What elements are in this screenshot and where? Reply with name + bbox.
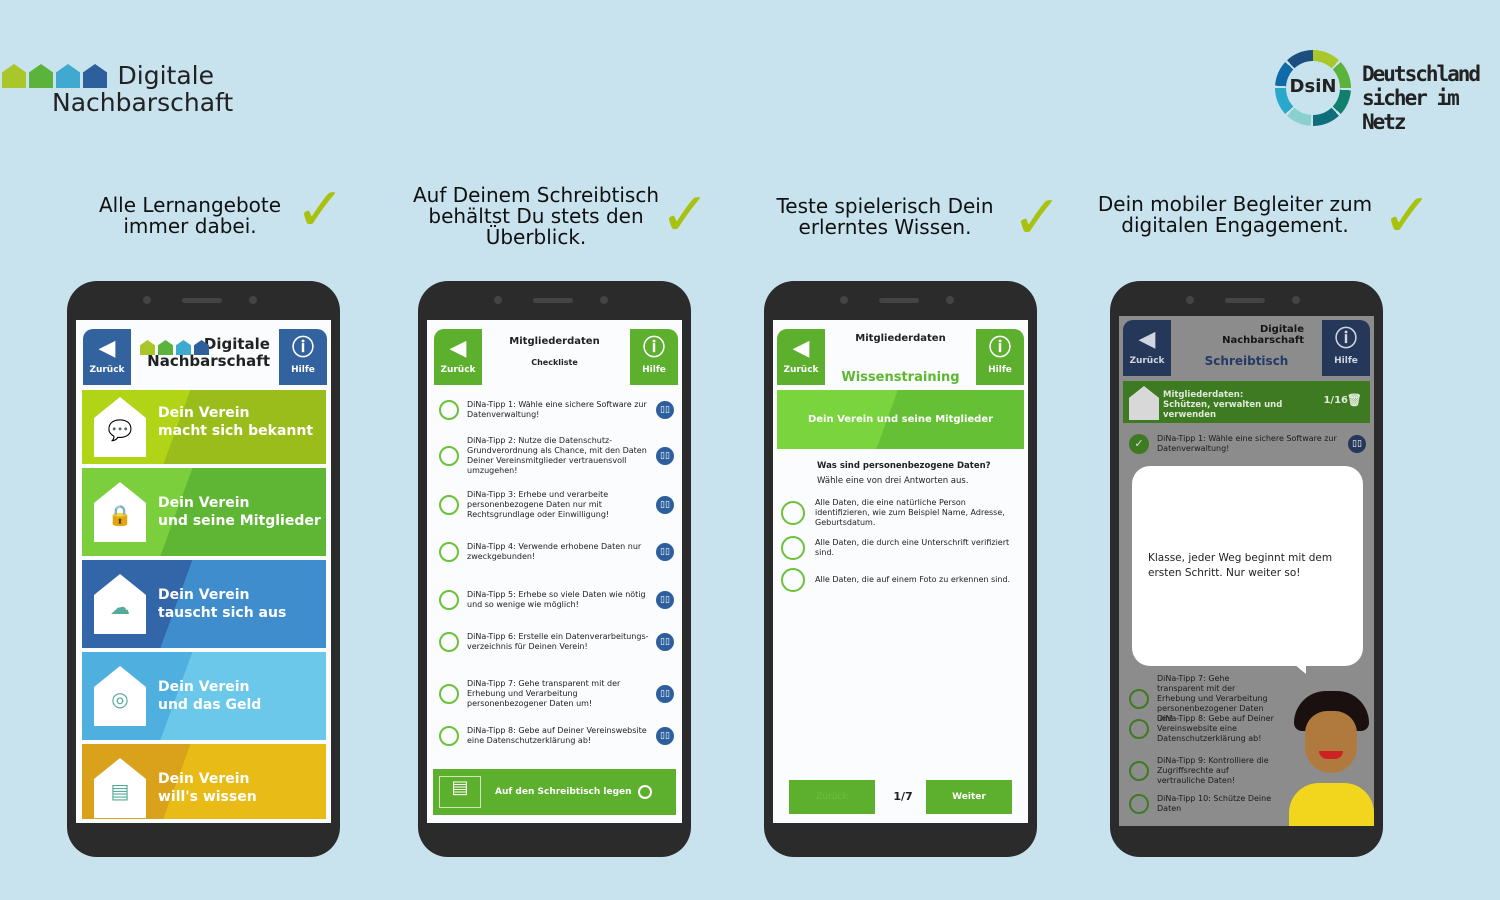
caption-1: Alle Lernangebote immer dabei. — [98, 193, 282, 238]
book-icon: ▯▯ — [656, 727, 674, 745]
help-icon: ⓘ — [291, 336, 314, 361]
topic-card[interactable]: Mitgliederdaten: Schützen, verwalten und… — [1123, 381, 1370, 423]
answer-option[interactable]: Alle Daten, die auf einem Foto zu erkenn… — [781, 568, 1020, 592]
trash-icon[interactable]: 🗑 — [1346, 393, 1362, 407]
caption-2: Auf Deinem Schreibtisch behältst Du stet… — [412, 183, 660, 249]
previous-button[interactable]: Zurück — [789, 780, 875, 814]
coin-icon: ◎ — [94, 666, 146, 726]
survey-icon: ▤ — [94, 758, 146, 818]
checklist-item[interactable]: DiNa-Tipp 5: Erhebe so viele Daten wie n… — [439, 590, 674, 610]
page-title: Mitgliederdaten — [855, 333, 946, 344]
desk-item[interactable]: DiNa-Tipp 10: Schütze Deine Daten — [1129, 794, 1282, 814]
chat-icon: 💬 — [94, 397, 146, 457]
avatar-character — [1289, 691, 1374, 826]
checkmark-icon: ✓ — [295, 175, 346, 245]
book-icon: ▯▯ — [656, 496, 674, 514]
back-button[interactable]: ◀Zurück — [434, 329, 482, 385]
caption-4: Dein mobiler Begleiter zum digitalen Eng… — [1097, 192, 1373, 237]
help-icon: ⓘ — [1334, 327, 1357, 352]
book-icon: ▯▯ — [656, 401, 674, 419]
book-icon: ▯▯ — [656, 543, 674, 561]
book-icon: ▯▯ — [656, 685, 674, 703]
checklist-item[interactable]: DiNa-Tipp 1: Wähle eine sichere Software… — [439, 400, 674, 420]
back-button[interactable]: ◀Zurück — [1123, 320, 1171, 376]
checklist-item[interactable]: DiNa-Tipp 8: Gebe auf Deiner Vereinswebs… — [439, 726, 674, 746]
page-title: Schreibtisch — [1204, 354, 1289, 368]
page-subtitle: Checkliste — [531, 358, 578, 367]
book-icon: ▯▯ — [656, 447, 674, 465]
checklist-item[interactable]: DiNa-Tipp 6: Erstelle ein Datenverarbeit… — [439, 632, 674, 652]
checklist-item[interactable]: DiNa-Tipp 2: Nutze die Datenschutz-Grund… — [439, 436, 674, 476]
speech-bubble[interactable]: Klasse, jeder Weg beginnt mit dem ersten… — [1132, 466, 1363, 666]
checklist-item[interactable]: DiNa-Tipp 3: Erhebe und verarbeite perso… — [439, 490, 674, 520]
lock-icon: 🔒 — [94, 482, 146, 542]
back-arrow-icon: ◀ — [98, 336, 116, 361]
book-icon: ▯▯ — [656, 591, 674, 609]
topic-card-count: 1/16 — [1323, 395, 1348, 406]
phone-quiz: ◀Zurück Mitgliederdaten Wissenstraining … — [764, 281, 1037, 857]
desk-item[interactable]: DiNa-Tipp 8: Gebe auf Deiner Vereinswebs… — [1129, 714, 1282, 744]
back-button[interactable]: ◀Zurück — [777, 329, 825, 385]
back-arrow-icon: ◀ — [1138, 327, 1156, 352]
digitale-nachbarschaft-logo: Digitale Nachbarschaft — [2, 61, 234, 122]
document-icon: ▤ — [439, 776, 481, 808]
help-icon: ⓘ — [988, 336, 1011, 361]
checklist-item[interactable]: DiNa-Tipp 7: Gehe transparent mit der Er… — [439, 679, 674, 709]
checkmark-icon: ✓ — [1382, 181, 1433, 251]
book-icon: ▯▯ — [656, 633, 674, 651]
answer-option[interactable]: Alle Daten, die eine natürliche Person i… — [781, 498, 1020, 528]
instruction: Wähle eine von drei Antworten aus. — [817, 476, 969, 486]
topic-card-title: Mitgliederdaten: Schützen, verwalten und… — [1163, 390, 1283, 420]
checkmark-icon: ✓ — [660, 180, 711, 250]
next-button[interactable]: Weiter — [926, 780, 1012, 814]
cloud-icon: ☁ — [94, 574, 146, 634]
back-arrow-icon: ◀ — [792, 336, 810, 361]
bubble-tail — [1294, 664, 1306, 674]
help-icon: ⓘ — [642, 336, 665, 361]
caption-3: Teste spielerisch Dein erlerntes Wissen. — [776, 194, 994, 239]
back-button[interactable]: ◀Zurück — [83, 329, 131, 385]
desk-item[interactable]: ✓DiNa-Tipp 1: Wähle eine sichere Softwar… — [1129, 434, 1366, 454]
answer-option[interactable]: Alle Daten, die durch eine Unterschrift … — [781, 536, 1020, 560]
logo-text: Digitale Nachbarschaft — [52, 61, 234, 117]
desk-item[interactable]: DiNa-Tipp 7: Gehe transparent mit der Er… — [1129, 674, 1282, 724]
house-icon — [1129, 386, 1159, 420]
book-icon: ▯▯ — [1348, 435, 1366, 453]
add-to-desk-button[interactable]: ▤ Auf den Schreibtisch legen — [433, 769, 676, 815]
page-title: Mitgliederdaten — [509, 336, 600, 347]
back-arrow-icon: ◀ — [449, 336, 467, 361]
page-subtitle: Wissenstraining — [841, 370, 960, 385]
progress-counter: 1/7 — [893, 790, 913, 803]
checklist-item[interactable]: DiNa-Tipp 4: Verwende erhobene Daten nur… — [439, 542, 674, 562]
question: Was sind personenbezogene Daten? — [817, 461, 991, 471]
topic-banner: Dein Verein und seine Mitglieder — [777, 390, 1024, 449]
checkmark-icon: ✓ — [1012, 183, 1063, 253]
desk-item[interactable]: DiNa-Tipp 9: Kontrolliere die Zugriffsre… — [1129, 756, 1282, 786]
